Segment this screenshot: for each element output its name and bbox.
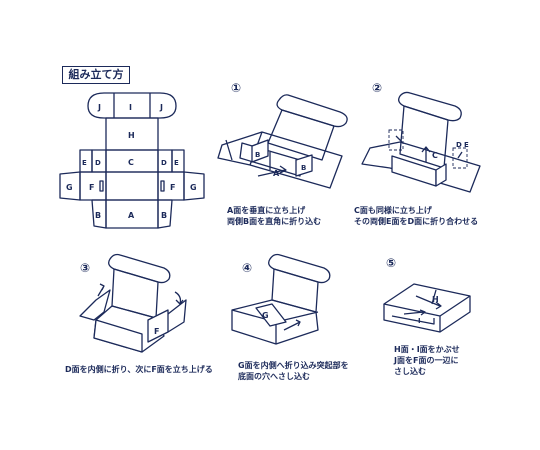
net-label-e1: E bbox=[82, 159, 87, 167]
step-4-number: ④ bbox=[242, 261, 253, 275]
step-1-number: ① bbox=[231, 81, 242, 95]
step-2-number: ② bbox=[372, 81, 383, 95]
net-label-h: H bbox=[128, 131, 135, 140]
step-3-number: ③ bbox=[80, 261, 91, 275]
step-4-caption-line-2: 底面の穴へさし込む bbox=[238, 372, 310, 381]
step-4-caption-line-1: G面を内側へ折り込み突起部を bbox=[238, 361, 349, 370]
net-label-i: I bbox=[129, 103, 132, 112]
step-5-label-h: H bbox=[432, 295, 439, 304]
net-label-j1: J bbox=[97, 103, 101, 112]
net-label-b2: B bbox=[161, 211, 167, 220]
step-4-caption: G面を内側へ折り込み突起部を 底面の穴へさし込む bbox=[238, 360, 349, 382]
step-3-caption-line-1: D面を内側に折り、次にF面を立ち上げる bbox=[65, 365, 213, 374]
net-label-g1: G bbox=[66, 183, 73, 192]
net-label-e2: E bbox=[174, 159, 179, 167]
step-2-caption-line-1: C面も同様に立ち上げ bbox=[354, 206, 432, 215]
step-5-label-i: I bbox=[418, 317, 421, 325]
step-1-label-b2: B bbox=[301, 164, 306, 172]
step-5-caption: H面・I面をかぶせ J面をF面の一辺に さし込む bbox=[394, 344, 460, 377]
step-2-caption-line-2: その両側E面をD面に折り合わせる bbox=[354, 217, 479, 226]
step-5-caption-line-1: H面・I面をかぶせ bbox=[394, 345, 460, 354]
step-3-caption: D面を内側に折り、次にF面を立ち上げる bbox=[65, 364, 213, 375]
step-1-caption: A面を垂直に立ち上げ 両側B面を直角に折り込む bbox=[227, 205, 321, 227]
net-label-f1: F bbox=[89, 183, 94, 192]
step-2-caption: C面も同様に立ち上げ その両側E面をD面に折り合わせる bbox=[354, 205, 478, 227]
step-2-label-e: E bbox=[464, 141, 469, 149]
net-label-j2: J bbox=[159, 103, 163, 112]
net-label-g2: G bbox=[190, 183, 197, 192]
step-3-label-f: F bbox=[154, 327, 159, 336]
step-4-label-g: G bbox=[262, 311, 269, 320]
step-1-label-a: A bbox=[273, 169, 280, 178]
step-2-label-d: D bbox=[456, 141, 462, 149]
step-1-label-b1: B bbox=[255, 151, 260, 159]
step-1-caption-line-1: A面を垂直に立ち上げ bbox=[227, 206, 306, 215]
net-label-f2: F bbox=[170, 183, 175, 192]
title-label: 組み立て方 bbox=[62, 66, 130, 84]
net-label-c: C bbox=[128, 158, 134, 167]
step-5-caption-line-2: J面をF面の一辺に bbox=[394, 356, 459, 365]
net-label-d1: D bbox=[95, 159, 101, 167]
net-label-a: A bbox=[128, 211, 135, 220]
step-1-caption-line-2: 両側B面を直角に折り込む bbox=[227, 217, 322, 226]
step-2-label-c: C bbox=[432, 151, 438, 160]
net-label-d2: D bbox=[161, 159, 167, 167]
step-5-number: ⑤ bbox=[386, 256, 397, 270]
net-label-b1: B bbox=[95, 211, 101, 220]
step-5-caption-line-3: さし込む bbox=[394, 367, 426, 376]
